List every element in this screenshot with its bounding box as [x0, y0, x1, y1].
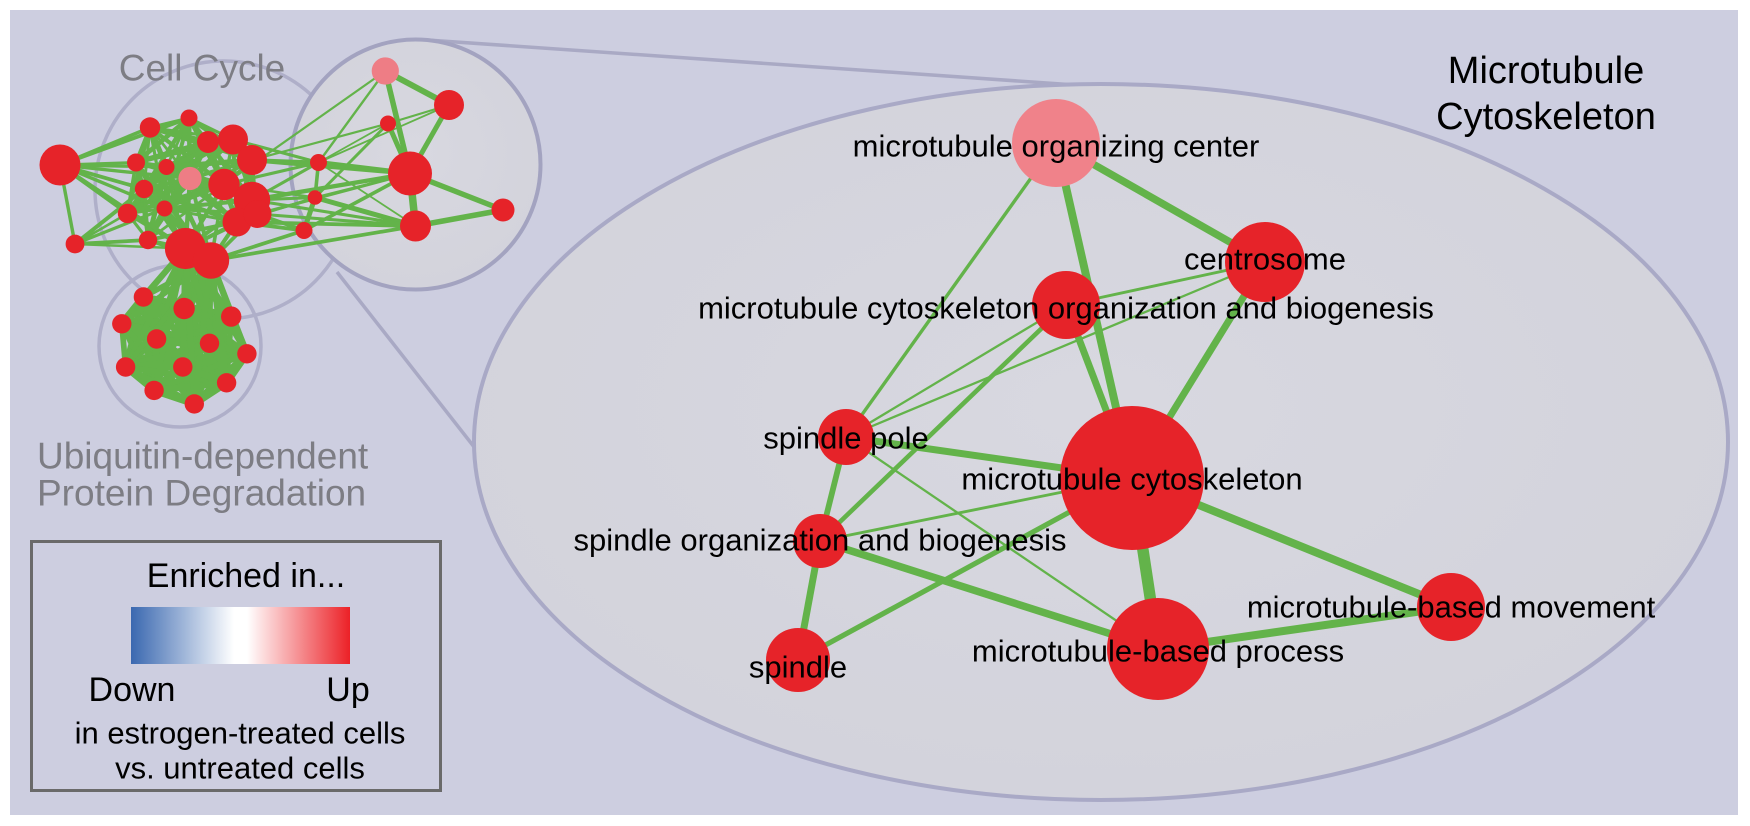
- overview-node-u7: [237, 344, 257, 364]
- zoom-nodes: [766, 99, 1485, 700]
- zoom-node-moc: [1012, 99, 1100, 187]
- overview-edge-c20-u10: [151, 259, 214, 392]
- overview-node-m5: [400, 210, 431, 242]
- zoom-edge-moc-sp: [844, 142, 1058, 438]
- overview-node-u4: [112, 314, 132, 334]
- zoom-node-spi: [766, 628, 830, 692]
- overview-node-c9: [178, 166, 202, 191]
- overview-edge-u3-u4: [121, 313, 232, 327]
- overview-edge-c12-m4: [251, 171, 411, 203]
- zoom-node-mbp: [1107, 598, 1209, 700]
- overview-node-c5: [218, 124, 248, 155]
- overview-edge-c6-m3: [251, 122, 389, 162]
- overview-node-m8: [307, 190, 323, 205]
- overview-node-c7: [127, 153, 145, 172]
- zoom-node-cen: [1225, 222, 1305, 302]
- overview-edge-c1-c9: [59, 163, 191, 181]
- overview-node-c18: [65, 234, 85, 254]
- overview-node-m6: [491, 198, 515, 222]
- overview-edge-c19-u12: [182, 248, 198, 405]
- overview-edge-c16-m4: [257, 172, 411, 216]
- overview-node-u6: [199, 333, 220, 353]
- magnifier-cone-line-1: [426, 38, 1091, 88]
- overview-node-c3: [180, 109, 198, 127]
- overview-node-m4: [388, 151, 432, 196]
- overview-node-c4: [197, 131, 219, 153]
- overview-node-c16: [243, 200, 272, 228]
- zoom-node-mbm: [1417, 573, 1485, 641]
- overview-edge-m1-m7: [317, 70, 387, 164]
- overview-edge-c19-u10: [151, 247, 189, 391]
- overview-node-m2: [434, 90, 464, 120]
- zoom-edge-cen-sp: [845, 260, 1266, 439]
- overview-node-u3: [221, 306, 242, 327]
- overview-edge-c12-m5: [251, 198, 416, 228]
- overview-node-u2: [173, 297, 195, 320]
- zoom-edge-sp-mbp: [845, 436, 1159, 650]
- zoom-node-so: [793, 514, 847, 568]
- overview-node-c17: [138, 230, 158, 250]
- zoom-node-sp: [818, 409, 874, 465]
- overview-edge-c18-c14: [74, 207, 166, 246]
- overview-node-u10: [144, 380, 164, 401]
- overview-node-u9: [173, 357, 193, 377]
- overview-node-u1: [133, 287, 154, 307]
- overview-edge-c20-m5: [210, 224, 416, 263]
- overview-edge-c1-c3: [59, 116, 190, 167]
- overview-node-m9: [295, 222, 313, 239]
- overview-node-u11: [216, 373, 237, 393]
- zoom-edge-mcob-sp: [845, 304, 1067, 438]
- overview-node-m3: [380, 115, 396, 132]
- overview-edge-c16-m5: [257, 212, 416, 228]
- overview-node-c8: [158, 159, 175, 175]
- overview-node-c14: [156, 200, 173, 217]
- overview-node-c2: [139, 117, 161, 138]
- overview-node-u12: [184, 394, 204, 414]
- overview-edge-m8-m5: [314, 195, 417, 229]
- overview-node-m7: [310, 154, 327, 171]
- overview-node-m1: [371, 57, 399, 85]
- overview-nodes: [39, 57, 515, 414]
- zoom-node-mc: [1060, 406, 1204, 550]
- overview-edge-c20-u12: [191, 260, 214, 405]
- zoom-edge-mcob-so: [818, 303, 1068, 543]
- overview-edge-c6-m4: [251, 157, 411, 176]
- overview-node-c20: [192, 242, 230, 279]
- overview-node-u5: [146, 329, 167, 349]
- overview-node-c1: [39, 144, 81, 186]
- overview-edge-c3-c7: [134, 116, 191, 165]
- overview-edge-c20-u11: [208, 260, 230, 384]
- overview-node-c11: [208, 168, 240, 201]
- overview-node-u8: [115, 357, 136, 377]
- overview-edge-m2-m7: [318, 104, 450, 164]
- overview-edge-c19-u8: [123, 247, 188, 369]
- overview-edge-m3-m7: [318, 122, 389, 164]
- zoom-node-mcob: [1032, 271, 1100, 339]
- overview-node-c13: [117, 203, 138, 224]
- overview-node-c10: [134, 179, 154, 199]
- overview-edge-c18-c10: [73, 187, 146, 246]
- overview-edge-m7-m5: [318, 161, 416, 227]
- overview-node-c6: [237, 145, 267, 175]
- zoom-edge-so-mbp: [818, 537, 1160, 653]
